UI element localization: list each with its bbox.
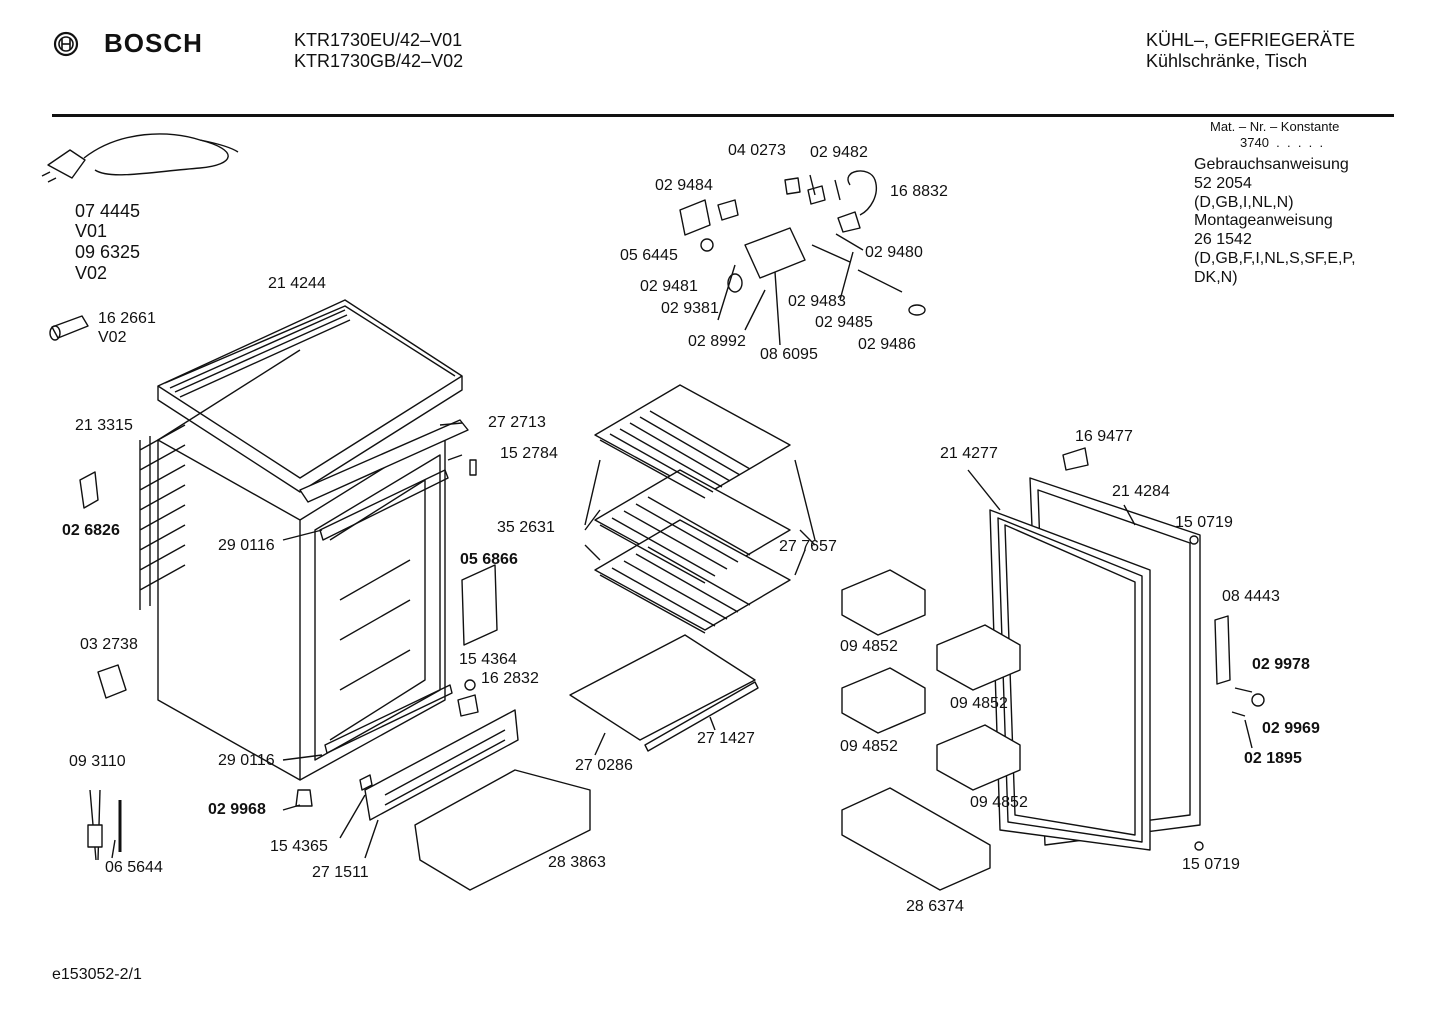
part-label: 09 4852 <box>970 794 1028 811</box>
cord-label: 09 6325 <box>75 242 141 262</box>
foot-part <box>295 789 313 807</box>
part-label: 04 0273 <box>728 142 786 159</box>
part-label: 09 3110 <box>69 753 126 770</box>
part-label: 02 9969 <box>1262 720 1320 737</box>
part-label: 02 8992 <box>688 333 746 350</box>
category-subtitle: Kühlschränke, Tisch <box>1146 51 1308 71</box>
part-label: 02 9483 <box>788 293 846 310</box>
info-line: Gebrauchsanweisung <box>1194 156 1349 173</box>
info-line: DK,N) <box>1194 269 1238 286</box>
part-label: 02 9481 <box>640 278 698 295</box>
part-label: 21 4277 <box>940 445 998 462</box>
part-label: 16 2661 <box>98 310 156 327</box>
info-line: (D,GB,I,NL,N) <box>1194 194 1294 211</box>
part-label: 02 9484 <box>655 177 713 194</box>
vegetable-bin-part <box>414 769 591 891</box>
part-label: 02 9978 <box>1252 656 1310 673</box>
part-label: 02 9480 <box>865 244 923 261</box>
part-label: 02 1895 <box>1244 750 1302 767</box>
header-rule <box>52 114 1394 117</box>
part-label: 15 4365 <box>270 838 328 855</box>
part-label: 21 4244 <box>268 275 326 292</box>
part-label: 35 2631 <box>497 519 555 536</box>
screw-part <box>469 459 477 476</box>
model-2: KTR1730GB/42–V02 <box>294 51 464 71</box>
part-label: 29 0116 <box>218 752 275 769</box>
part-label: 05 6866 <box>460 551 518 568</box>
info-line: Montageanweisung <box>1194 212 1333 229</box>
part-label: 27 1511 <box>312 864 369 881</box>
mat-title: Mat. – Nr. – Konstante <box>1210 119 1340 134</box>
part-label: 28 6374 <box>906 898 964 915</box>
bosch-logo: BOSCH <box>52 28 203 62</box>
part-label: 15 0719 <box>1182 856 1240 873</box>
bosch-armature-icon <box>53 31 79 57</box>
part-label: 09 4852 <box>950 695 1008 712</box>
wire-shelves <box>594 384 791 634</box>
part-label: 15 2784 <box>500 445 558 462</box>
part-label: 09 4852 <box>840 738 898 755</box>
part-label: 02 9968 <box>208 801 266 818</box>
part-label: 09 4852 <box>840 638 898 655</box>
part-label: 16 2832 <box>481 670 539 687</box>
part-label: 15 4364 <box>459 651 517 668</box>
category-title: KÜHL–, GEFRIEGERÄTE <box>1146 30 1356 50</box>
part-label: 05 6445 <box>620 247 678 264</box>
part-label: 27 1427 <box>697 730 755 747</box>
glass-shelf-part <box>569 634 756 741</box>
part-label: 21 3315 <box>75 417 133 434</box>
part-label: 08 4443 <box>1222 588 1280 605</box>
part-label: 06 5644 <box>105 859 163 876</box>
cord-label: V01 <box>75 221 108 241</box>
cabinet-body <box>139 299 469 781</box>
part-label: 08 6095 <box>760 346 818 363</box>
model-1: KTR1730EU/42–V01 <box>294 30 463 50</box>
clip-part <box>359 774 373 791</box>
part-label: 03 2738 <box>80 636 138 653</box>
part-label: 27 0286 <box>575 757 633 774</box>
cord-label: V02 <box>75 263 108 283</box>
part-label: 16 9477 <box>1075 428 1133 445</box>
door-assembly <box>989 447 1265 851</box>
fuse-part <box>49 315 89 341</box>
part-label: V02 <box>98 329 127 346</box>
part-label: 16 8832 <box>890 183 948 200</box>
shelf-trim-part <box>644 681 759 752</box>
part-label: 29 0116 <box>218 537 275 554</box>
mat-value: 3740 . . . . . <box>1240 135 1324 150</box>
power-cord-plug <box>41 133 239 183</box>
part-label: 21 4284 <box>1112 483 1170 500</box>
info-line: (D,GB,F,I,NL,S,SF,E,P, <box>1194 250 1356 267</box>
part-label: 02 9486 <box>858 336 916 353</box>
part-label: 27 2713 <box>488 414 546 431</box>
info-line: 52 2054 <box>1194 175 1252 192</box>
bracket-part <box>457 694 479 717</box>
sensor-cable-part <box>87 789 122 861</box>
washer-part <box>464 679 476 691</box>
part-label: 28 3863 <box>548 854 606 871</box>
cover-plate-part <box>461 564 498 646</box>
cord-label: 07 4445 <box>75 201 141 221</box>
lamp-socket-part <box>97 664 127 699</box>
part-label: 15 0719 <box>1175 514 1233 531</box>
part-label: 02 9485 <box>815 314 873 331</box>
part-label: 02 9482 <box>810 144 868 161</box>
hinge-part <box>79 471 99 509</box>
info-line: 26 1542 <box>1194 231 1252 248</box>
door-shelves <box>841 569 1021 891</box>
part-label: 02 9381 <box>661 300 719 317</box>
part-label: 02 6826 <box>62 522 120 539</box>
part-label: 27 7657 <box>779 538 837 555</box>
brand-name: BOSCH <box>104 28 203 58</box>
document-id: e153052-2/1 <box>52 966 142 983</box>
thermostat-assembly <box>679 170 926 316</box>
